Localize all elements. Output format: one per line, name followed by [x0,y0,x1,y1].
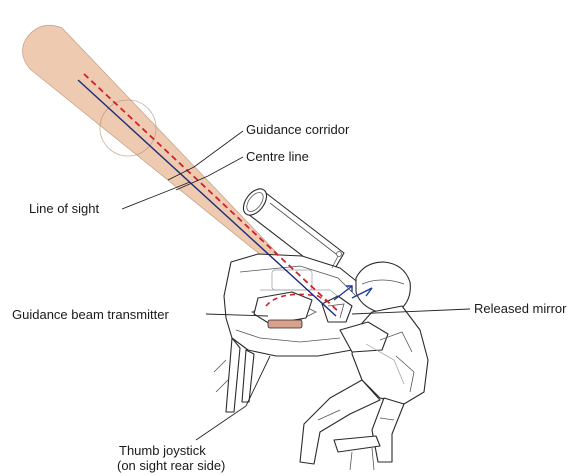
guidance-beam-transmitter-label: Guidance beam transmitter [12,307,169,322]
thumb-joystick-sublabel: (on sight rear side) [117,458,225,473]
guidance-corridor-label: Guidance corridor [246,122,350,137]
centre-line-label: Centre line [246,149,309,164]
transmitter-window [268,320,302,328]
line-of-sight [78,80,336,316]
released-mirror-label: Released mirror [474,301,567,316]
thumb-joystick-label: Thumb joystick [119,443,206,458]
line-of-sight-label: Line of sight [29,201,99,216]
